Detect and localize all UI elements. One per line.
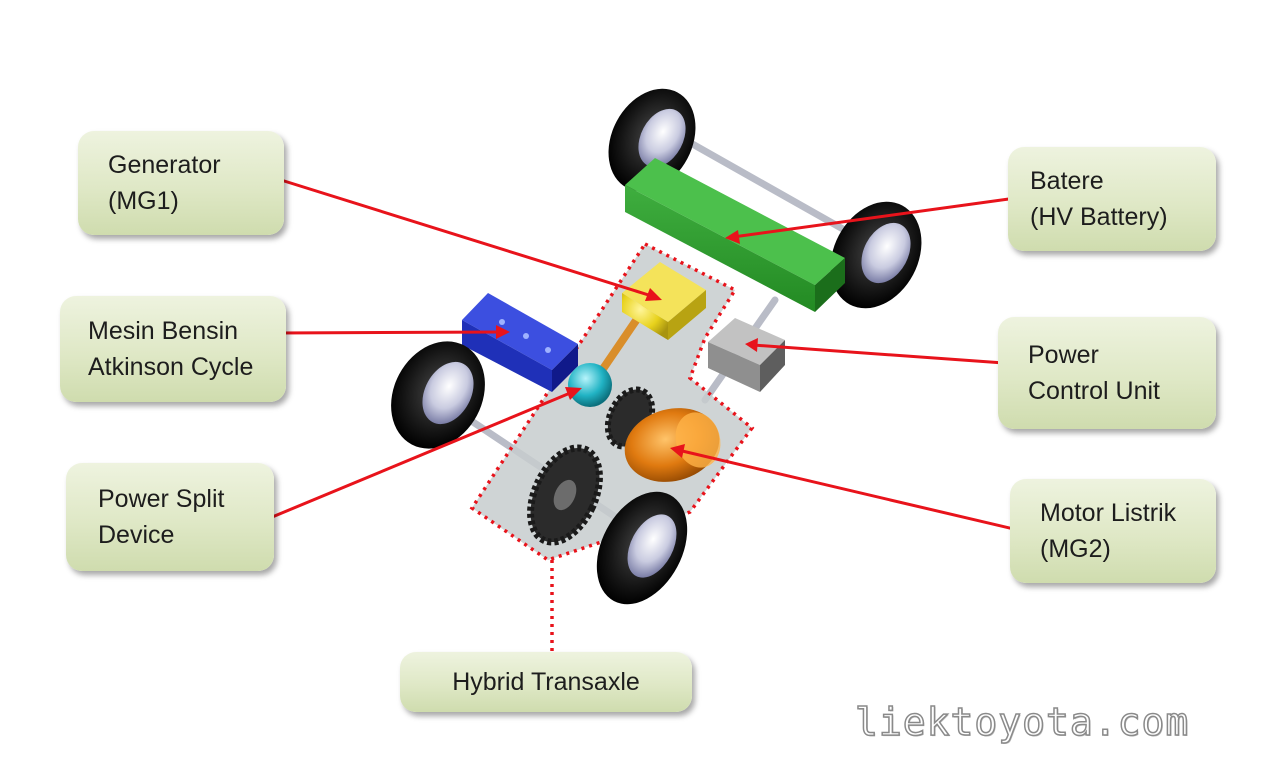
engine-icon	[462, 293, 578, 392]
generator-label-line2: (MG1)	[108, 187, 179, 215]
transaxle-label-text: Hybrid Transaxle	[452, 668, 640, 696]
motor-label-line1: Motor Listrik	[1040, 499, 1177, 527]
power-split-label: Power Split Device	[66, 463, 274, 571]
pcu-label: Power Control Unit	[998, 317, 1216, 429]
battery-label: Batere (HV Battery)	[1008, 147, 1216, 251]
power-split-icon	[568, 363, 612, 407]
wheel-icon	[608, 88, 696, 192]
generator-label: Generator (MG1)	[78, 131, 284, 235]
battery-label-line2: (HV Battery)	[1030, 203, 1168, 231]
battery-icon	[625, 158, 845, 312]
wheel-icon	[391, 341, 485, 449]
generator-label-line1: Generator	[108, 151, 221, 179]
motor-label: Motor Listrik (MG2)	[1010, 479, 1216, 583]
generator-icon	[622, 262, 706, 340]
engine-label-line2: Atkinson Cycle	[88, 353, 254, 381]
wheel-icon	[830, 201, 922, 309]
engine-label-line1: Mesin Bensin	[88, 317, 239, 345]
engine-label: Mesin Bensin Atkinson Cycle	[60, 296, 286, 402]
pcu-label-line1: Power	[1028, 341, 1099, 369]
motor-icon	[624, 408, 721, 482]
watermark: liektoyota.com	[854, 699, 1190, 745]
motor-label-line2: (MG2)	[1040, 535, 1111, 563]
power-split-label-line1: Power Split	[98, 485, 225, 513]
transaxle-label: Hybrid Transaxle	[400, 652, 692, 712]
battery-label-line1: Batere	[1030, 167, 1104, 195]
power-split-label-line2: Device	[98, 521, 175, 549]
pcu-icon	[708, 318, 785, 392]
pcu-label-line2: Control Unit	[1028, 377, 1160, 405]
wheel-icon	[596, 491, 688, 605]
